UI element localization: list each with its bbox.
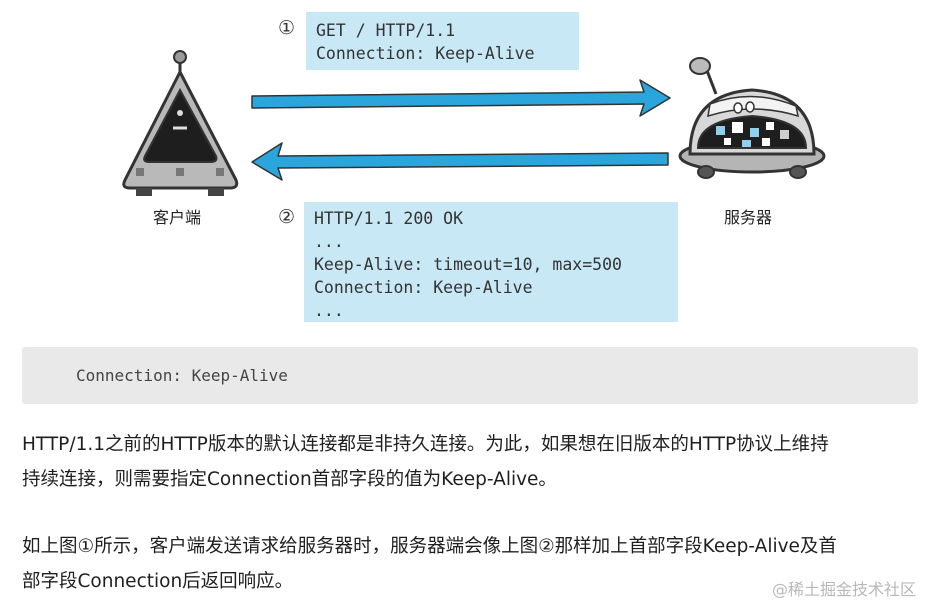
request-marker: ① (278, 17, 296, 39)
response-arrow (251, 142, 669, 181)
response-line-5: ... (314, 301, 344, 320)
http-keepalive-diagram: ① GET / HTTP/1.1 Connection: Keep-Alive … (122, 12, 826, 322)
response-message-box: HTTP/1.1 200 OK ... Keep-Alive: timeout=… (304, 202, 678, 322)
request-line-2: Connection: Keep-Alive (316, 44, 535, 63)
paragraph-1-line-2: 持续连接，则需要指定Connection首部字段的值为Keep-Alive。 (22, 469, 557, 490)
arrows (251, 79, 671, 181)
server-label: 服务器 (724, 208, 773, 227)
client-robot-icon (122, 50, 239, 196)
server-robot-icon (678, 57, 826, 179)
watermark: @稀土掘金技术社区 (771, 580, 916, 599)
request-arrow (251, 79, 671, 117)
response-line-2: ... (314, 232, 344, 251)
paragraph-1: HTTP/1.1之前的HTTP版本的默认连接都是非持久连接。为此，如果想在旧版本… (22, 427, 920, 497)
response-line-4: Connection: Keep-Alive (314, 278, 533, 297)
request-message-box: GET / HTTP/1.1 Connection: Keep-Alive (306, 12, 579, 70)
code-text: Connection: Keep-Alive (76, 366, 288, 385)
paragraph-1-line-1: HTTP/1.1之前的HTTP版本的默认连接都是非持久连接。为此，如果想在旧版本… (22, 434, 829, 455)
response-line-3: Keep-Alive: timeout=10, max=500 (314, 255, 622, 274)
request-line-1: GET / HTTP/1.1 (316, 21, 456, 40)
paragraph-2-line-1: 如上图①所示，客户端发送请求给服务器时，服务器端会像上图②那样加上首部字段Kee… (22, 536, 837, 557)
response-line-1: HTTP/1.1 200 OK (314, 209, 464, 228)
paragraph-2-line-2: 部字段Connection后返回响应。 (22, 571, 294, 592)
paragraph-2: 如上图①所示，客户端发送请求给服务器时，服务器端会像上图②那样加上首部字段Kee… (22, 529, 920, 599)
client-label: 客户端 (153, 208, 202, 227)
code-block: Connection: Keep-Alive (22, 347, 918, 404)
response-marker: ② (278, 206, 296, 228)
